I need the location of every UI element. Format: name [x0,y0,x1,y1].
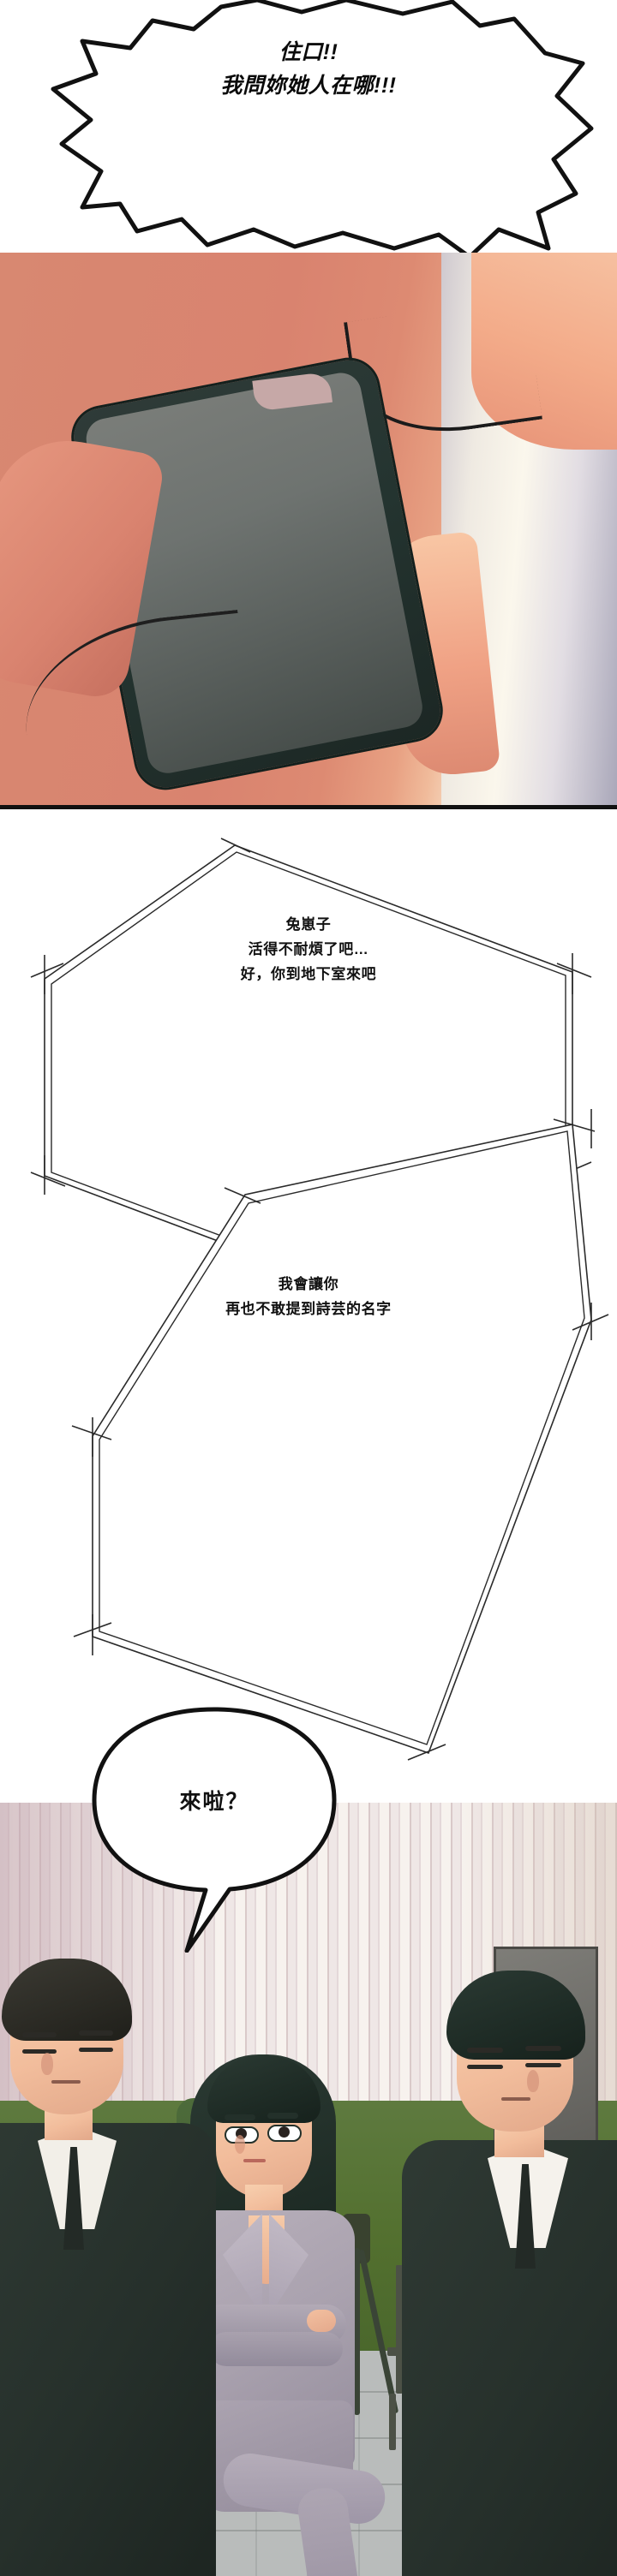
man-right-eyebrow-right [525,2046,561,2051]
character-woman-center [178,2054,389,2576]
man-left-eyebrow-left [22,2032,57,2037]
man-right-eye-left [467,2065,503,2069]
spiky-speech-bubble: 住口!! 我問妳她人在哪!!! [0,0,617,253]
woman-pupil-right [279,2126,290,2138]
panel-hexagon-thoughts: 兔崽子 活得不耐煩了吧… 好，你到地下室來吧 我會讓你 再也不敢提到詩芸的名字 [0,826,617,1794]
woman-nose [235,2135,245,2154]
woman-hand [307,2310,336,2332]
face-highlight [471,253,617,450]
panel-phone-closeup: close-up of a hand holding a dark smartp… [0,253,617,809]
character-man-left [0,1959,216,2576]
woman-eyebrow-left [225,2114,255,2120]
panel-office-scene: three people in an office: a man in a da… [0,1803,617,2576]
man-left-hair [2,1959,132,2041]
man-right-eyebrow-left [467,2048,503,2053]
panel-shout-bubble: 住口!! 我問妳她人在哪!!! [0,0,617,253]
man-left-nose [41,2053,53,2075]
character-man-right [402,1971,617,2576]
man-left-eye-right [79,2048,113,2052]
man-right-mouth [501,2097,530,2101]
man-right-eye-right [525,2063,561,2067]
woman-crossed-arm-lower [209,2332,343,2366]
hexagon-bubble-shapes [30,838,609,1761]
man-left-eyebrow-right [79,2030,113,2036]
man-left-mouth [51,2080,81,2084]
man-right-hair [446,1971,585,2060]
man-left-eye-left [22,2049,57,2054]
man-right-nose [527,2070,539,2092]
woman-mouth [243,2159,266,2162]
woman-eyebrow-right [267,2113,298,2119]
woman-eye-right [267,2125,302,2142]
woman-hair-top [207,2056,320,2123]
man-left-suit [0,2123,216,2576]
tripod-leg [354,2248,360,2415]
